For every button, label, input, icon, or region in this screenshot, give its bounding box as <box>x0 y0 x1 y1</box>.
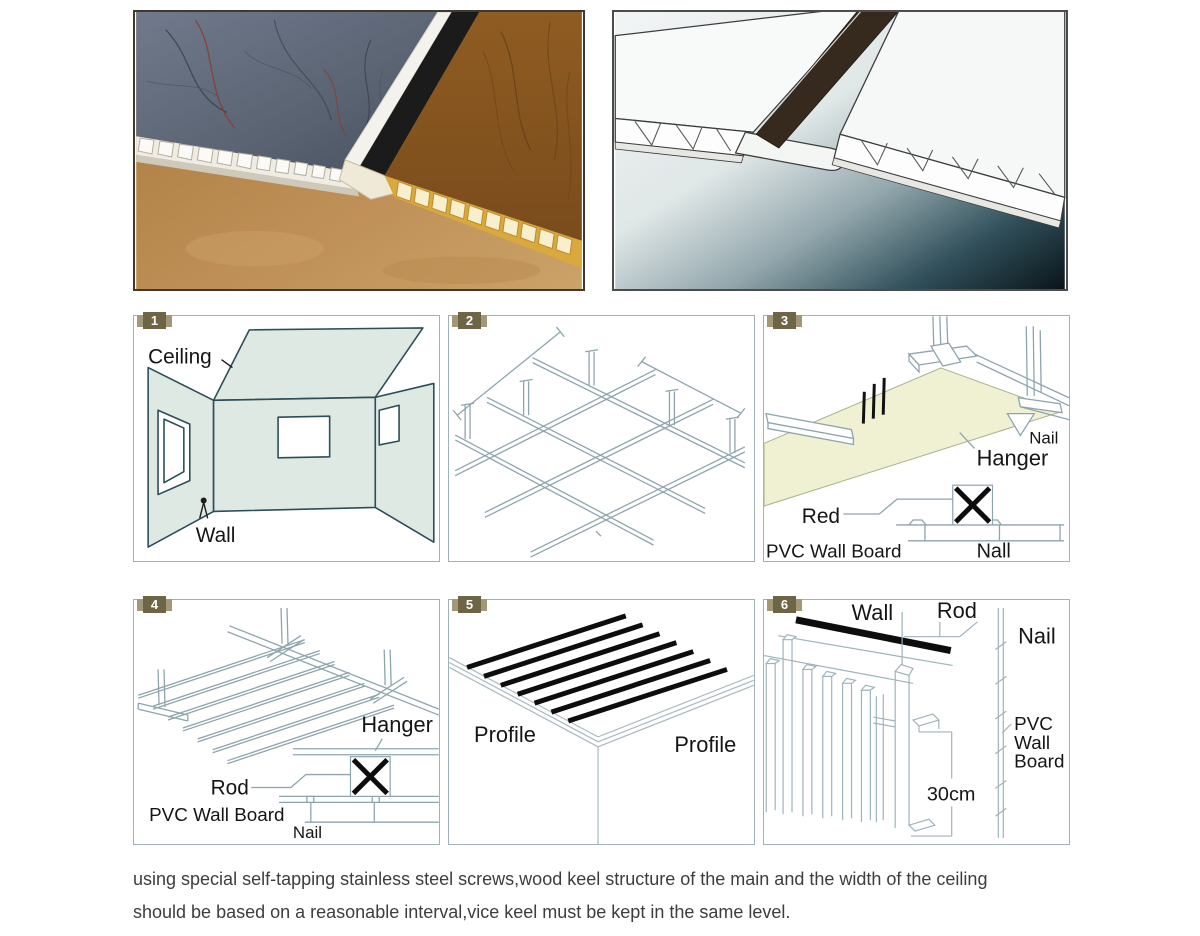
panel-connection-illustration <box>612 10 1068 291</box>
step-panel-6: 6 <box>763 596 1070 845</box>
strip-highlight <box>757 12 862 131</box>
badge-tab <box>137 315 143 327</box>
step-badge-4: 4 <box>137 596 172 613</box>
rods <box>138 639 395 765</box>
pvc-wall-board-label: PVC Wall Board <box>149 804 284 825</box>
panel-joint-photo <box>133 10 585 291</box>
yellow-honeycomb-edge <box>384 175 582 269</box>
rod-label: Rod <box>211 776 249 799</box>
badge-number: 4 <box>143 596 166 613</box>
ceiling-label: Ceiling <box>148 346 212 369</box>
badge-tab <box>137 599 143 611</box>
wall-marker-dot <box>200 497 207 504</box>
caption-line-2: should be based on a reasonable interval… <box>133 902 791 922</box>
red-label: Red <box>802 505 840 528</box>
black-groove <box>359 12 480 176</box>
badge-number: 3 <box>773 312 796 329</box>
caption-line-1: using special self-tapping stainless ste… <box>133 869 988 889</box>
wall-slats <box>764 634 884 823</box>
board-label: Board <box>1014 751 1064 772</box>
forbidden-x-mark <box>351 757 389 796</box>
badge-tab <box>767 599 773 611</box>
badge-tab <box>166 315 172 327</box>
rod-label: Rod <box>937 600 977 623</box>
nail-label: Nail <box>293 823 322 842</box>
step-panel-4: 4 <box>133 596 440 845</box>
rod-keel-diagram: Hanger Rod PVC Wall Board Nail <box>137 607 439 842</box>
step-badge-5: 5 <box>452 596 487 613</box>
wall-rod-diagram: Wall Rod Nail PVC Wall Board 30cm <box>764 600 1064 839</box>
panel-joint-photo-art <box>136 12 582 289</box>
badge-number: 2 <box>458 312 481 329</box>
hanger-label: Hanger <box>977 445 1049 470</box>
badge-tab <box>166 599 172 611</box>
step-panel-1: 1 Ceiling Wall <box>133 312 440 562</box>
keel-grid-diagram <box>452 326 746 558</box>
nail-marks <box>861 377 886 424</box>
badge-tab <box>796 599 802 611</box>
wall2-label: Wall <box>1014 732 1050 753</box>
step-badge-6: 6 <box>767 596 802 613</box>
pvc-label: PVC <box>1014 713 1053 734</box>
hanger-label: Hanger <box>361 712 433 737</box>
badge-tab <box>481 599 487 611</box>
badge-number: 6 <box>773 596 796 613</box>
step-panel-5: 5 Profile Profile <box>448 596 755 845</box>
badge-tab <box>767 315 773 327</box>
white-honeycomb-edge <box>136 136 359 197</box>
pvc-board-sheet <box>764 367 1063 507</box>
brown-panel <box>384 12 582 241</box>
badge-number: 5 <box>458 596 481 613</box>
badge-number: 1 <box>143 312 166 329</box>
right-window <box>378 404 400 446</box>
ceiling-hanger-diagram: Nail Hanger Red PVC Wall Board Nall <box>764 316 1069 561</box>
wall-bar <box>795 616 952 654</box>
step-badge-2: 2 <box>452 312 487 329</box>
step-badge-1: 1 <box>137 312 172 329</box>
pvc-wall-board-label: PVC Wall Board <box>766 541 902 561</box>
wall-label: Wall <box>852 600 894 625</box>
nail-label: Nail <box>1018 624 1056 649</box>
back-window <box>277 415 331 459</box>
room-diagram: Ceiling Wall <box>147 327 435 548</box>
joint-tongue <box>338 159 396 200</box>
badge-tab <box>796 315 802 327</box>
step-badge-3: 3 <box>767 312 802 329</box>
wall-label: Wall <box>196 524 236 547</box>
hanger-posts <box>461 349 739 453</box>
nail-label: Nail <box>1029 428 1058 447</box>
profile-left-label: Profile <box>474 722 536 747</box>
profile-right-label: Profile <box>674 732 736 757</box>
badge-tab <box>481 315 487 327</box>
step-panel-2: 2 <box>448 312 755 562</box>
badge-tab <box>452 599 458 611</box>
cell-struts <box>634 121 1056 195</box>
profile-bars <box>466 613 728 724</box>
distance-label: 30cm <box>927 783 976 805</box>
forbidden-x-mark <box>953 486 992 524</box>
step-panel-3: 3 <box>763 312 1070 562</box>
panel-connection-art <box>614 12 1066 289</box>
right-wall <box>374 382 435 543</box>
ceiling-plane <box>212 327 424 402</box>
profile-corner-diagram: Profile Profile <box>449 613 754 844</box>
badge-tab <box>452 315 458 327</box>
nall-label: Nall <box>977 541 1011 561</box>
caption-text: using special self-tapping stainless ste… <box>133 863 1093 929</box>
